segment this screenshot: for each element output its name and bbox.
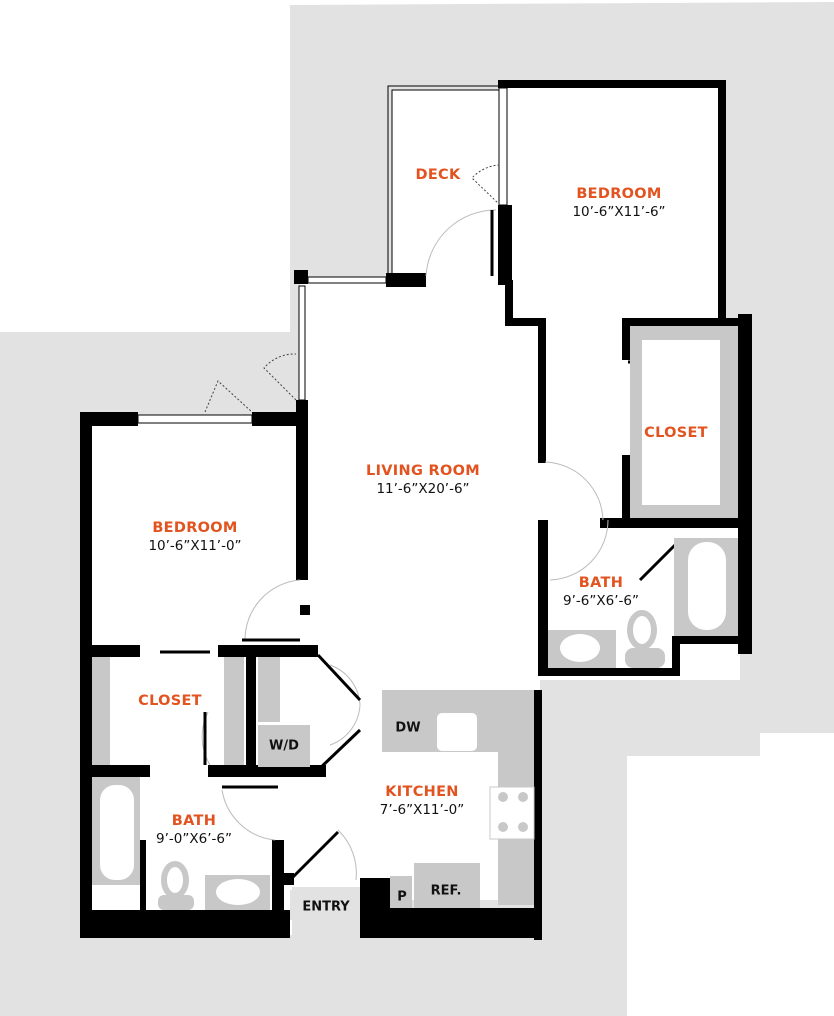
pantry-label: P (397, 889, 407, 905)
toilet-1 (627, 610, 657, 650)
entry-area (292, 887, 360, 937)
washer-dryer-label: W/D (269, 738, 299, 754)
fixtures (92, 326, 738, 937)
closet-2-name: CLOSET (138, 693, 202, 709)
closet-1-label: CLOSET (644, 426, 708, 441)
walls (80, 80, 752, 940)
deck-name: DECK (415, 167, 461, 183)
bath-2-dimensions: 9’-0”X6’-6” (156, 830, 232, 847)
bedroom-1-name: BEDROOM (576, 186, 662, 202)
kitchen-name: KITCHEN (385, 784, 459, 800)
bedroom-2-name: BEDROOM (152, 520, 238, 536)
closet-2-label: CLOSET (138, 694, 202, 709)
closet-shelf-left (92, 657, 110, 765)
bath-2-name: BATH (171, 813, 217, 829)
living-room-label: LIVING ROOM 11’-6”X20’-6” (366, 464, 480, 496)
dishwasher-label: DW (395, 720, 421, 736)
bath-2-label: BATH 9’-0”X6’-6” (156, 814, 232, 846)
bath-1-dimensions: 9’-6”X6’-6” (563, 592, 639, 609)
refrigerator (414, 863, 480, 908)
kitchen-label: KITCHEN 7’-6”X11’-0” (380, 785, 465, 817)
windows (137, 87, 508, 424)
bath-1-label: BATH 9’-6”X6’-6” (563, 576, 639, 608)
deck-railing (387, 85, 500, 276)
bath-1-name: BATH (578, 575, 624, 591)
swing-arcs-dotted (204, 164, 501, 413)
pantry (390, 876, 412, 908)
refrigerator-label: REF. (430, 883, 462, 899)
bedroom-2-dimensions: 10’-6”X11’-0” (148, 537, 242, 554)
closet-1-name: CLOSET (644, 425, 708, 441)
bedroom-1-dimensions: 10’-6”X11’-6” (572, 203, 666, 220)
door-leaves (160, 210, 686, 880)
washer-dryer (258, 725, 310, 767)
living-room-dimensions: 11’-6”X20’-6” (376, 480, 470, 497)
bedroom-2-label: BEDROOM 10’-6”X11’-0” (148, 521, 241, 553)
living-room-name: LIVING ROOM (366, 463, 480, 479)
deck-label: DECK (415, 168, 460, 183)
bedroom-1-label: BEDROOM 10’-6”X11’-6” (572, 187, 665, 219)
kitchen-dimensions: 7’-6”X11’-0” (379, 801, 465, 818)
entry-label: ENTRY (302, 899, 350, 915)
